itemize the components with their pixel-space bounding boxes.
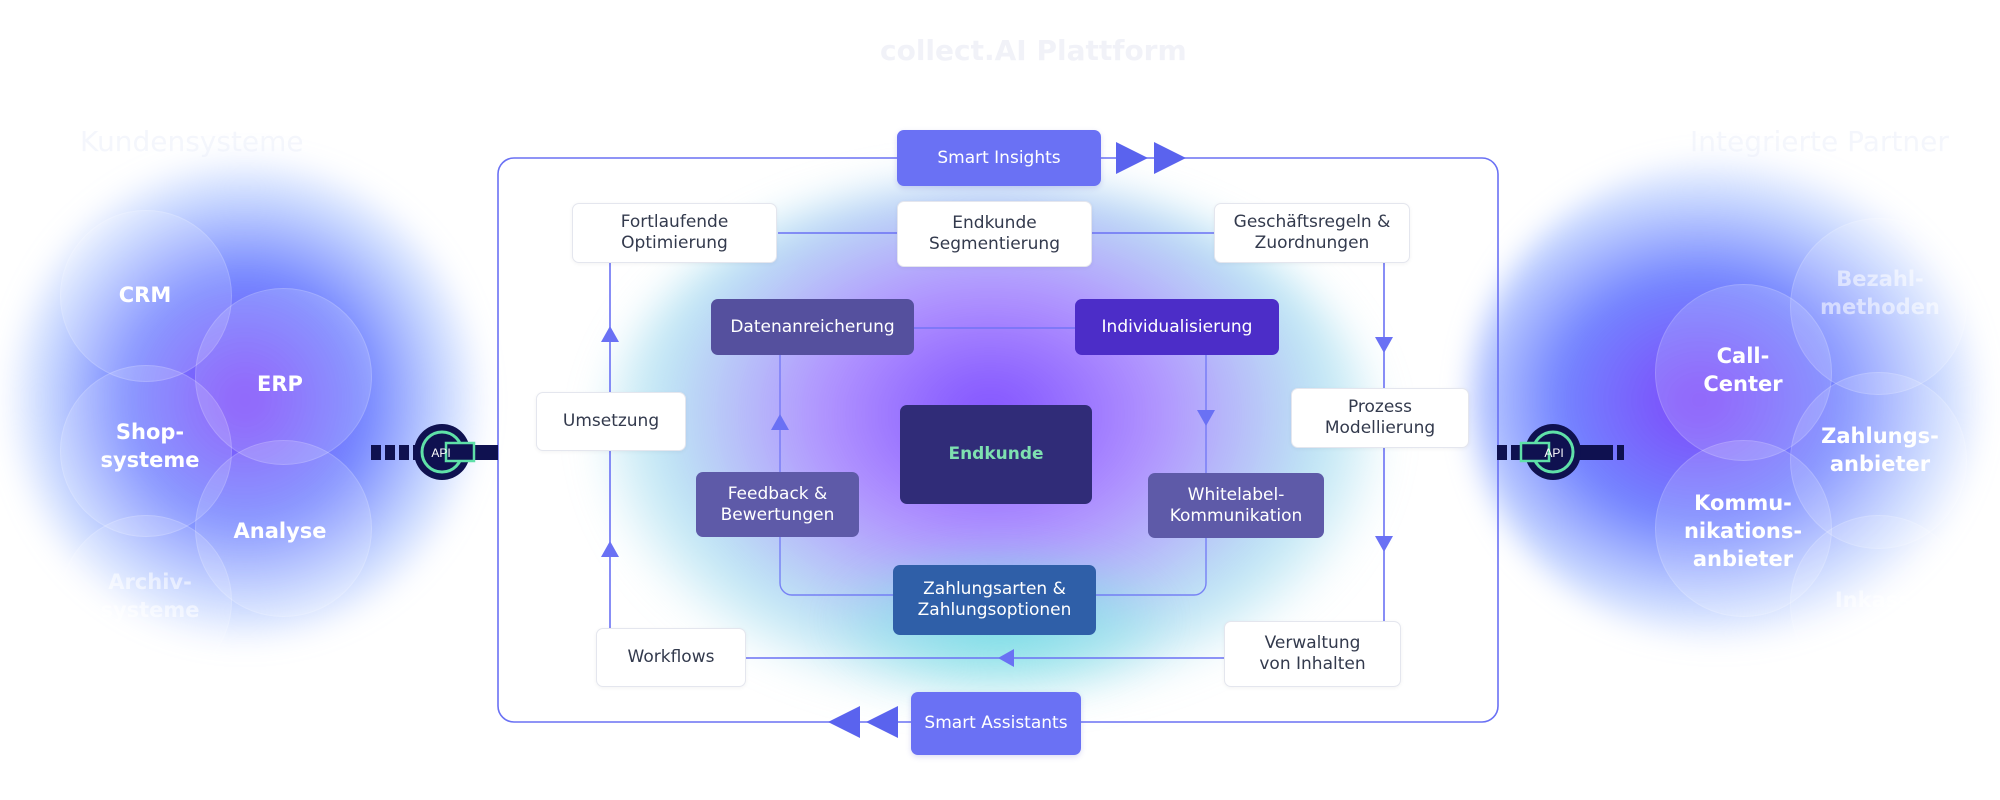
api-label-left: API <box>431 446 450 460</box>
label-inkasso: Inkasso <box>1834 588 1926 612</box>
feedback-box: Feedback & Bewertungen <box>696 472 859 537</box>
label-zahlungsanbieter: Zahlungs- anbieter <box>1821 424 1939 476</box>
whitelabel-box: Whitelabel- Kommunikation <box>1148 473 1324 538</box>
arrow-up-upper <box>601 326 619 342</box>
umsetzung-box: Umsetzung <box>536 392 686 451</box>
inner-arrow-down <box>1197 410 1215 426</box>
inner-arrow-up <box>771 414 789 430</box>
arrow-up-lower <box>601 541 619 557</box>
endkunde-box: Endkunde <box>900 405 1092 504</box>
right-heading: Integrierte Partner <box>1690 125 1949 158</box>
workflows-box: Workflows <box>596 628 746 687</box>
datenanreicherung-box: Datenanreicherung <box>711 299 914 355</box>
smart-insights-box: Smart Insights <box>897 130 1101 186</box>
assistants-arrow-2 <box>866 706 898 738</box>
label-kommunikation: Kommu- nikations- anbieter <box>1683 491 1803 571</box>
api-connector-left <box>371 424 498 480</box>
label-erp: ERP <box>257 372 303 396</box>
insights-arrow-2 <box>1154 142 1186 174</box>
label-crm: CRM <box>118 283 172 307</box>
left-heading: Kundensysteme <box>80 125 304 158</box>
platform-title: collect.AI Plattform <box>880 34 1187 67</box>
arrow-left-bottom <box>998 649 1014 667</box>
circle-archiv <box>60 515 232 687</box>
verwaltung-inhalten-box: Verwaltung von Inhalten <box>1224 621 1401 687</box>
api-connector-right <box>1497 424 1624 480</box>
individualisierung-box: Individualisierung <box>1075 299 1279 355</box>
label-callcenter: Call- Center <box>1703 344 1783 396</box>
label-archiv: Archiv- systeme <box>100 570 200 622</box>
circle-inkasso <box>1790 515 1967 692</box>
assistants-arrow-1 <box>828 706 860 738</box>
fortlaufende-optimierung-box: Fortlaufende Optimierung <box>572 203 777 263</box>
insights-arrow-1 <box>1116 142 1148 174</box>
arrow-down-upper <box>1375 337 1393 353</box>
prozess-modellierung-box: Prozess Modellierung <box>1291 388 1469 448</box>
arrow-down-lower <box>1375 536 1393 552</box>
api-label-right: API <box>1544 446 1563 460</box>
endkunde-segmentierung-box: Endkunde Segmentierung <box>897 201 1092 267</box>
geschaeftsregeln-box: Geschäftsregeln & Zuordnungen <box>1214 203 1410 263</box>
smart-assistants-box: Smart Assistants <box>911 692 1081 755</box>
zahlungsarten-box: Zahlungsarten & Zahlungsoptionen <box>893 565 1096 635</box>
label-shop: Shop- systeme <box>100 420 200 472</box>
label-analyse: Analyse <box>233 519 327 543</box>
label-bezahl: Bezahl- methoden <box>1820 267 1940 319</box>
